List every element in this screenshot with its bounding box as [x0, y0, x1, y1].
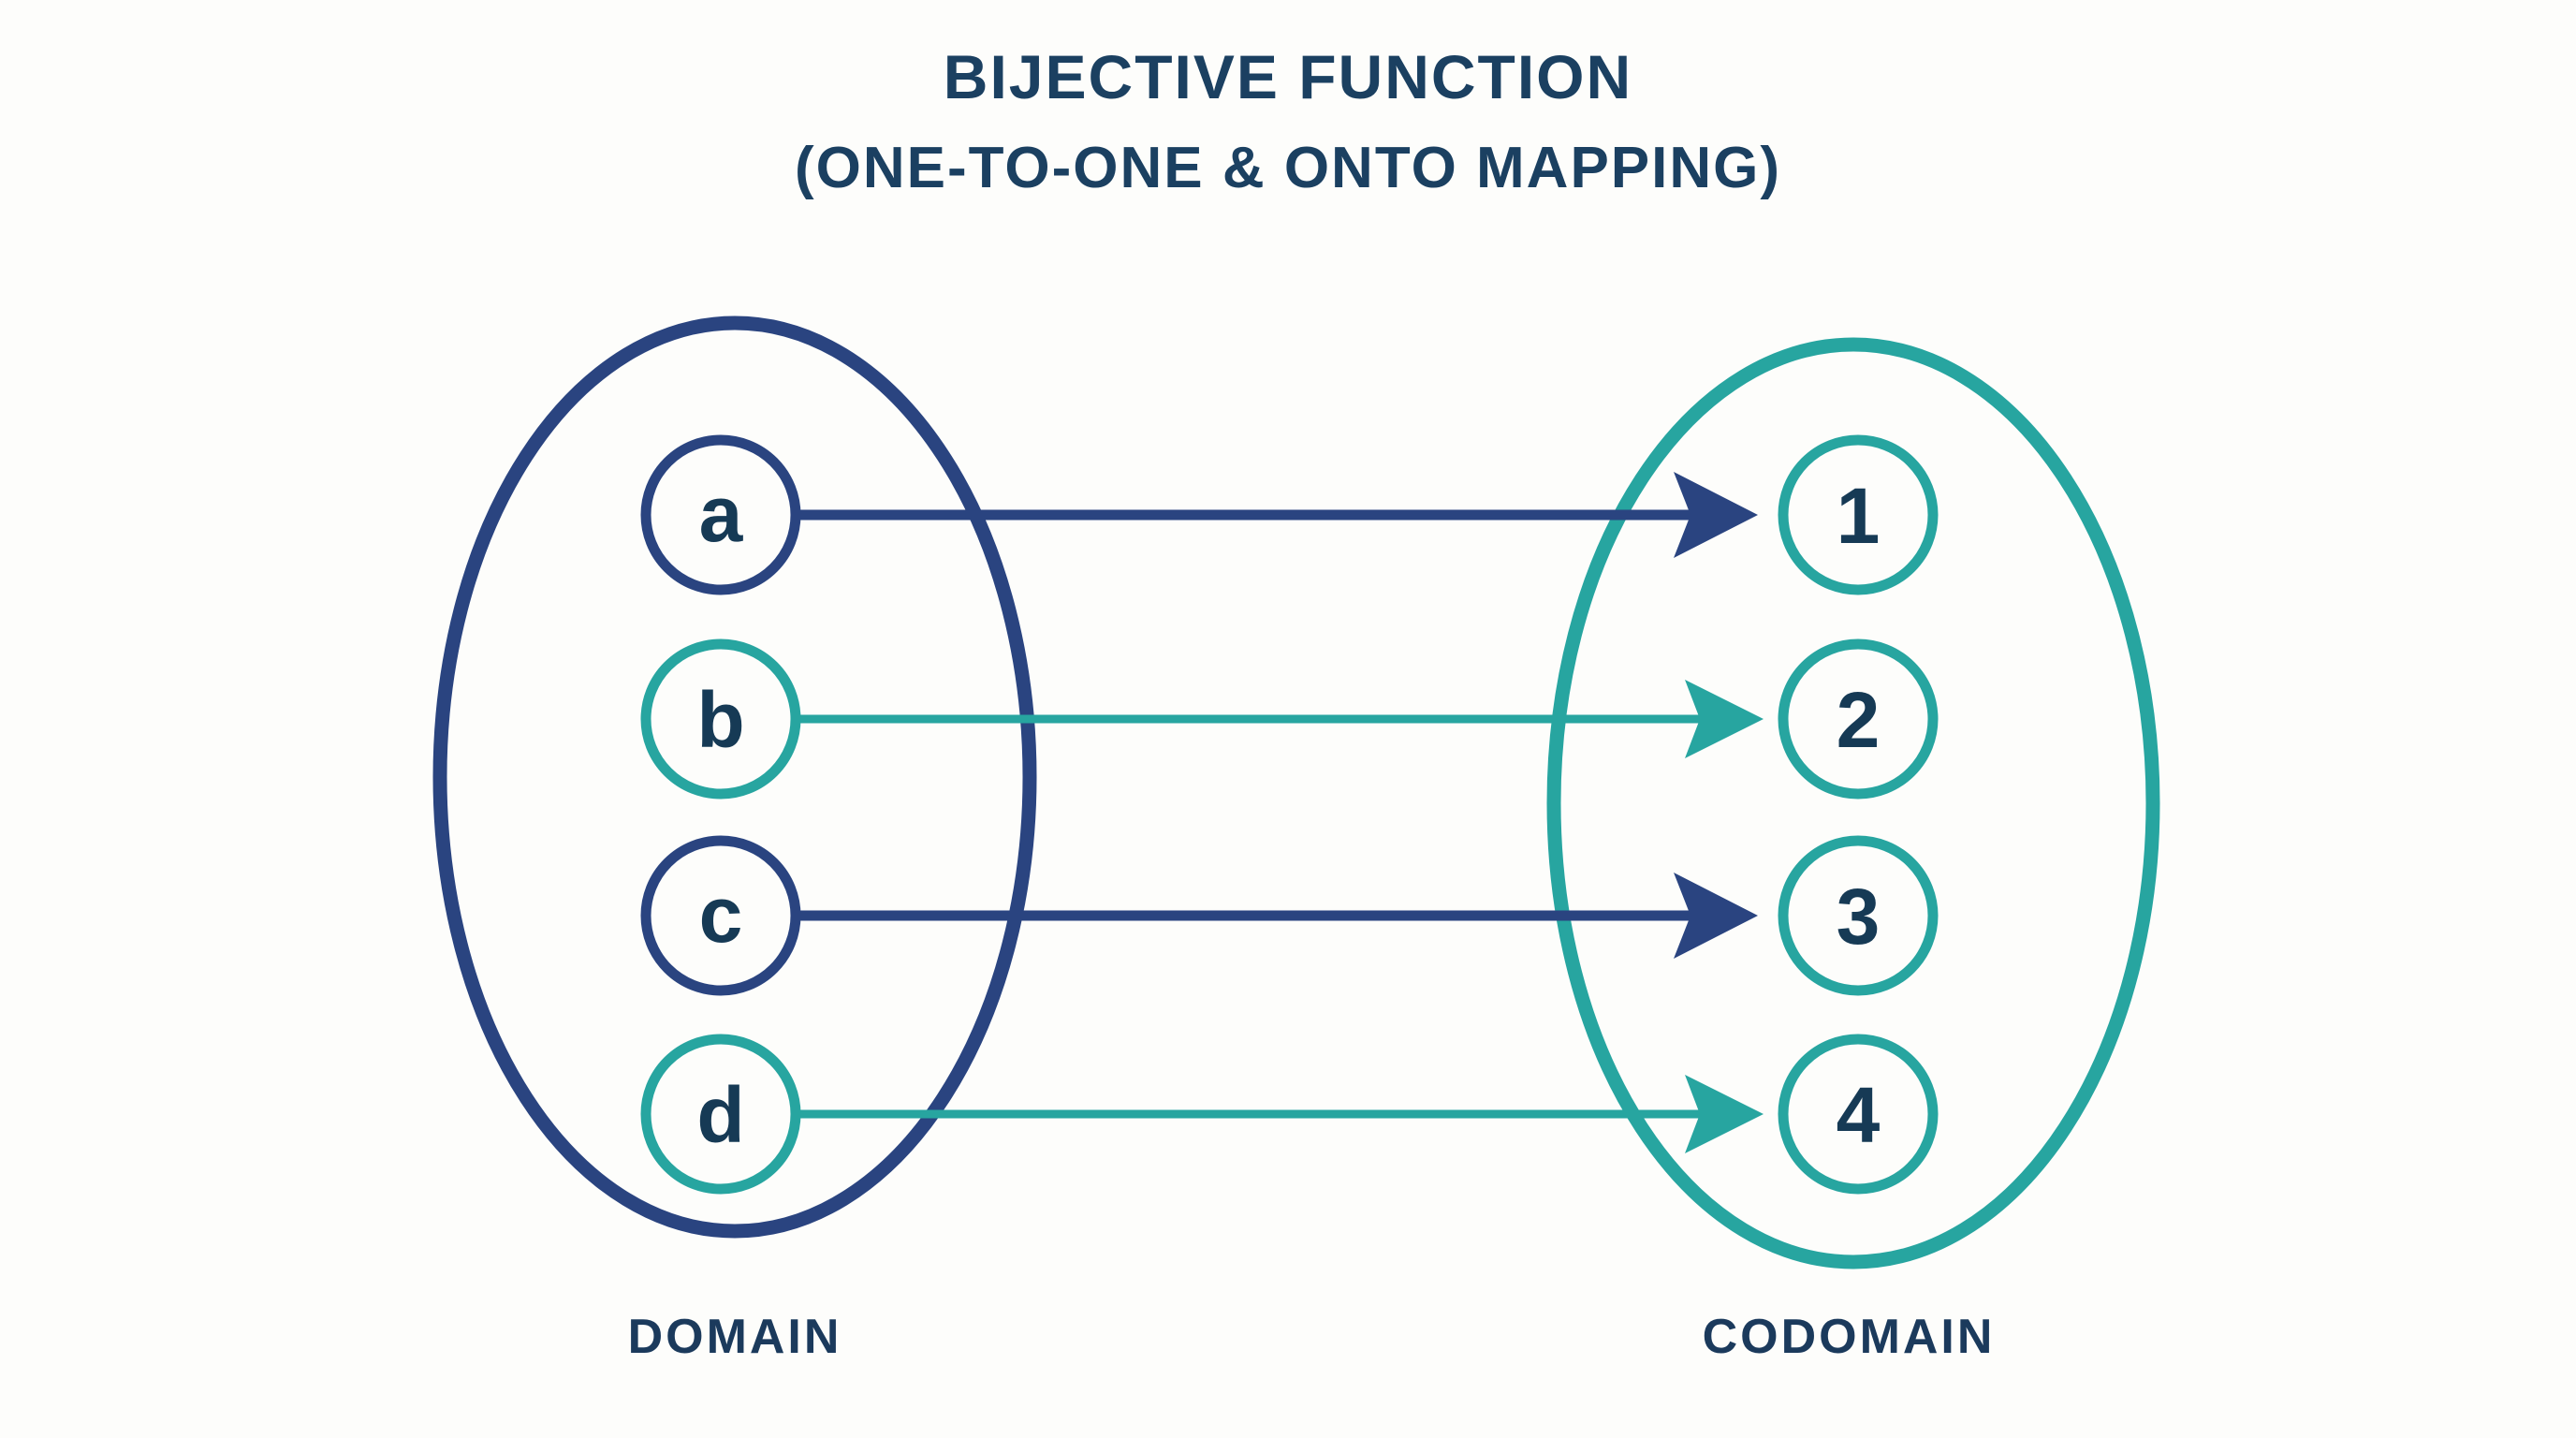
arrow-c-3 — [798, 873, 1758, 959]
node-b-ring[interactable] — [640, 638, 801, 800]
node-1-label: 1 — [1837, 472, 1881, 560]
node-3-label: 3 — [1837, 873, 1881, 961]
node-d-label: d — [696, 1071, 744, 1159]
node-4-label: 4 — [1837, 1071, 1881, 1159]
node-c[interactable]: c — [640, 835, 801, 996]
domain-ellipse — [432, 315, 1037, 1239]
node-a[interactable]: a — [640, 434, 801, 595]
arrow-d-4 — [798, 1075, 1764, 1153]
node-c-label: c — [699, 871, 743, 959]
node-4-ring[interactable] — [1778, 1034, 1939, 1195]
arrow-a-1 — [798, 472, 1758, 558]
node-2-ring[interactable] — [1778, 638, 1939, 800]
codomain-label: CODOMAIN — [1703, 1310, 1996, 1364]
title-line-1: BIJECTIVE FUNCTION — [944, 42, 1632, 111]
node-a-ring[interactable] — [640, 434, 801, 595]
node-1-ring[interactable] — [1778, 434, 1939, 595]
node-3-ring[interactable] — [1778, 835, 1939, 996]
arrow-b-2 — [798, 680, 1764, 758]
title-line-2: (ONE-TO-ONE & ONTO MAPPING) — [795, 136, 1781, 200]
node-2-label: 2 — [1837, 676, 1881, 764]
node-d[interactable]: d — [640, 1034, 801, 1195]
node-1[interactable]: 1 — [1778, 434, 1939, 595]
node-4[interactable]: 4 — [1778, 1034, 1939, 1195]
node-2[interactable]: 2 — [1778, 638, 1939, 800]
node-c-ring[interactable] — [640, 835, 801, 996]
node-b[interactable]: b — [640, 638, 801, 800]
node-a-label: a — [699, 470, 744, 558]
node-3[interactable]: 3 — [1778, 835, 1939, 996]
codomain-ellipse — [1546, 337, 2160, 1269]
node-b-label: b — [696, 676, 744, 764]
domain-label: DOMAIN — [628, 1310, 842, 1364]
node-d-ring[interactable] — [640, 1034, 801, 1195]
